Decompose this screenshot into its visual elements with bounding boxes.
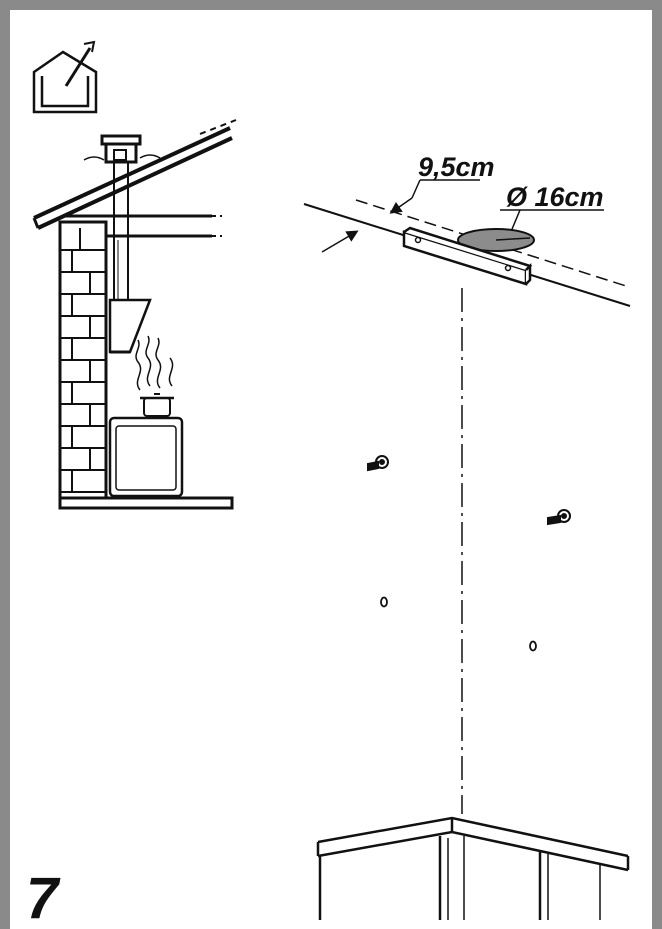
step-number: 7 [26, 866, 61, 929]
wall-hole-icon [529, 640, 537, 652]
diameter-dimension-label: Ø 16cm [506, 182, 604, 212]
steam-icon [135, 335, 174, 391]
wall-hole-icon [380, 596, 388, 608]
screw-icon [367, 455, 389, 472]
kitchen-scene [32, 119, 237, 510]
house-with-tools-icon [32, 40, 98, 114]
brick-pattern [60, 228, 106, 493]
ceiling-installation [303, 179, 631, 920]
mounting-bracket [402, 226, 533, 286]
hood-body [316, 816, 630, 920]
offset-dimension-label: 9,5cm [418, 152, 495, 182]
screw-icon [547, 509, 571, 526]
